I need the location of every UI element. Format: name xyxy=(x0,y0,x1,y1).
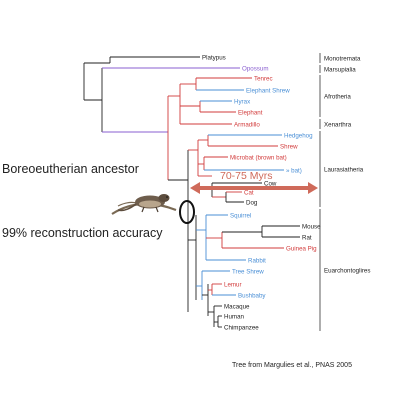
clade-label-laurasiatheria: Laurasiatheria xyxy=(324,167,364,174)
taxon-label-hedgehog: Hedgehog xyxy=(284,133,313,140)
taxon-label-elephant: Elephant xyxy=(238,110,263,117)
clade-label-monotremata: Monotremata xyxy=(324,56,361,63)
ancestor-node-circle xyxy=(179,200,195,224)
taxon-label-macaque: Macaque xyxy=(224,304,250,311)
taxon-label-human: Human xyxy=(224,314,245,321)
taxon-label-cow: Cow xyxy=(264,181,277,188)
ancestor-label: Boreoeutherian ancestor xyxy=(2,162,139,176)
taxon-label-hyrax: Hyrax xyxy=(234,99,251,106)
taxon-label-treeshrew: Tree Shrew xyxy=(232,269,264,276)
time-arrow-right-head xyxy=(308,182,318,194)
taxon-label-squirrel: Squirrel xyxy=(230,213,251,220)
taxon-label-eshrew: Elephant Shrew xyxy=(246,88,290,95)
taxon-label-shrew: Shrew xyxy=(280,144,298,151)
taxon-label-armadillo: Armadillo xyxy=(234,122,260,129)
taxon-label-chimpanzee: Chimpanzee xyxy=(224,325,259,332)
ancestor-markers xyxy=(111,182,318,224)
taxon-label-mouse: Mouse xyxy=(302,224,321,231)
clade-label-euarchontoglires: Euarchontoglires xyxy=(324,268,370,275)
taxon-label-cat: Cat xyxy=(244,190,254,197)
tree-branches xyxy=(83,56,300,328)
figure-credit: Tree from Margulies et al., PNAS 2005 xyxy=(232,362,352,369)
clade-bars: MonotremataMarsupialiaAfrotheriaXenarthr… xyxy=(319,53,370,331)
clade-label-marsupialia: Marsupialia xyxy=(324,67,356,74)
clade-label-xenarthra: Xenarthra xyxy=(324,122,352,129)
time-span-label: 70-75 Myrs xyxy=(220,170,273,182)
taxon-label-platypus: Platypus xyxy=(202,55,226,62)
taxon-label-opossum: Opossum xyxy=(242,66,268,73)
time-arrow-left-head xyxy=(190,182,200,194)
accuracy-label: 99% reconstruction accuracy xyxy=(2,226,163,240)
taxon-label-bushbaby: Bushbaby xyxy=(238,293,266,300)
taxon-label-fruitbat: » bat) xyxy=(286,168,302,175)
taxon-label-lemur: Lemur xyxy=(224,282,242,289)
clade-label-afrotheria: Afrotheria xyxy=(324,94,351,101)
taxon-label-rabbit: Rabbit xyxy=(248,258,266,265)
taxon-label-dog: Dog xyxy=(246,200,258,207)
taxon-label-microbat: Microbat (brown bat) xyxy=(230,155,287,162)
taxon-label-rat: Rat xyxy=(302,235,312,242)
taxon-label-guineapig: Guinea Pig xyxy=(286,246,317,253)
taxon-label-tenrec: Tenrec xyxy=(254,76,273,83)
ancestor-mammal-illustration xyxy=(111,194,177,215)
